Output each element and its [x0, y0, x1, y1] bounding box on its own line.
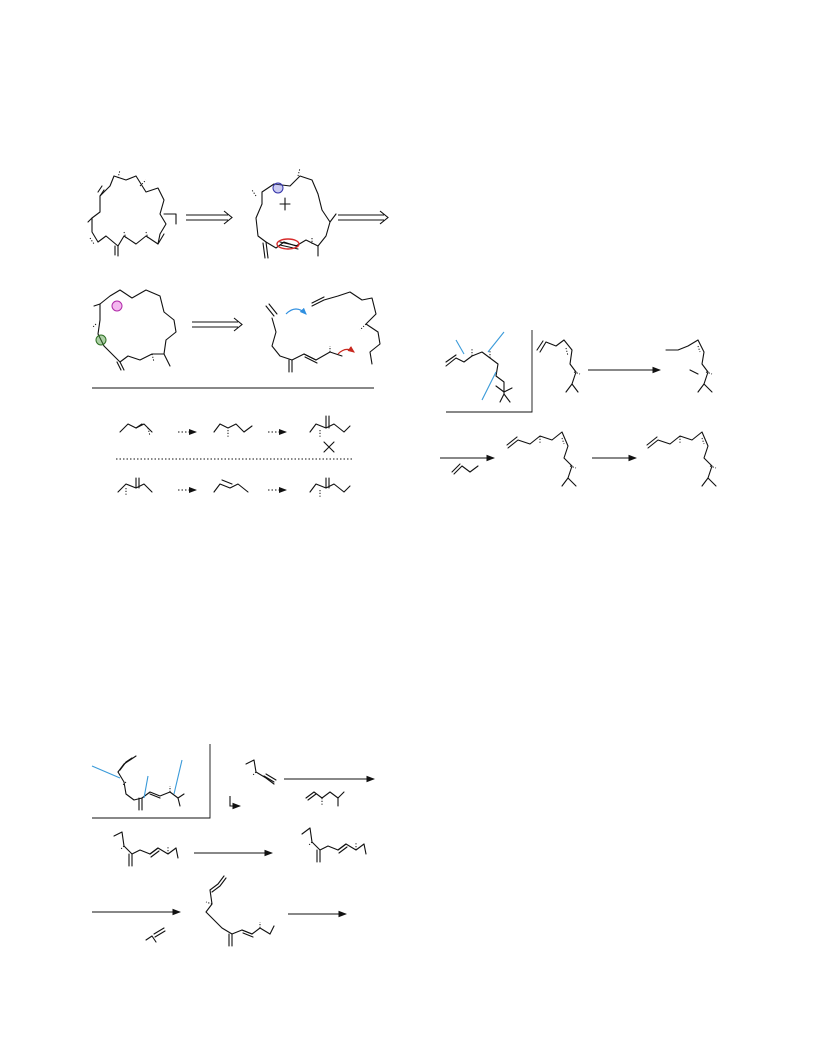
product-right-1 — [665, 339, 713, 393]
diene-reagent — [305, 791, 345, 807]
fragment-series-1 — [119, 415, 351, 453]
macrocycle-precursor — [91, 289, 177, 371]
alkyne-fragment — [245, 759, 277, 785]
retro-arrow-3 — [192, 317, 243, 332]
propargyl-reagent — [145, 927, 166, 943]
diene-intermediate-1 — [113, 831, 179, 867]
seco-fragments — [265, 291, 381, 373]
allyl-fragment — [536, 339, 581, 393]
disconnection-box-bottom — [91, 744, 211, 819]
magenta-highlight-circle — [111, 300, 123, 312]
green-highlight-circle — [95, 334, 107, 346]
red-highlight-ellipse — [276, 238, 300, 250]
product-right-3 — [646, 431, 717, 487]
disconnection-box-right — [445, 330, 533, 413]
diene-intermediate-2 — [301, 827, 367, 863]
bent-arrow — [229, 796, 242, 810]
macrocycle-target — [87, 169, 177, 257]
fragment-series-2 — [117, 477, 351, 498]
blue-curved-arrow — [285, 307, 307, 315]
enyne-product — [205, 875, 275, 947]
butenyl-reagent — [440, 454, 496, 475]
product-right-2 — [506, 431, 577, 487]
red-curved-arrow — [337, 346, 355, 355]
retro-arrow-2 — [338, 210, 389, 225]
retro-arrow-1 — [186, 210, 233, 225]
blue-highlight-circle — [272, 182, 284, 194]
macrocycle-alkyne — [251, 167, 337, 259]
